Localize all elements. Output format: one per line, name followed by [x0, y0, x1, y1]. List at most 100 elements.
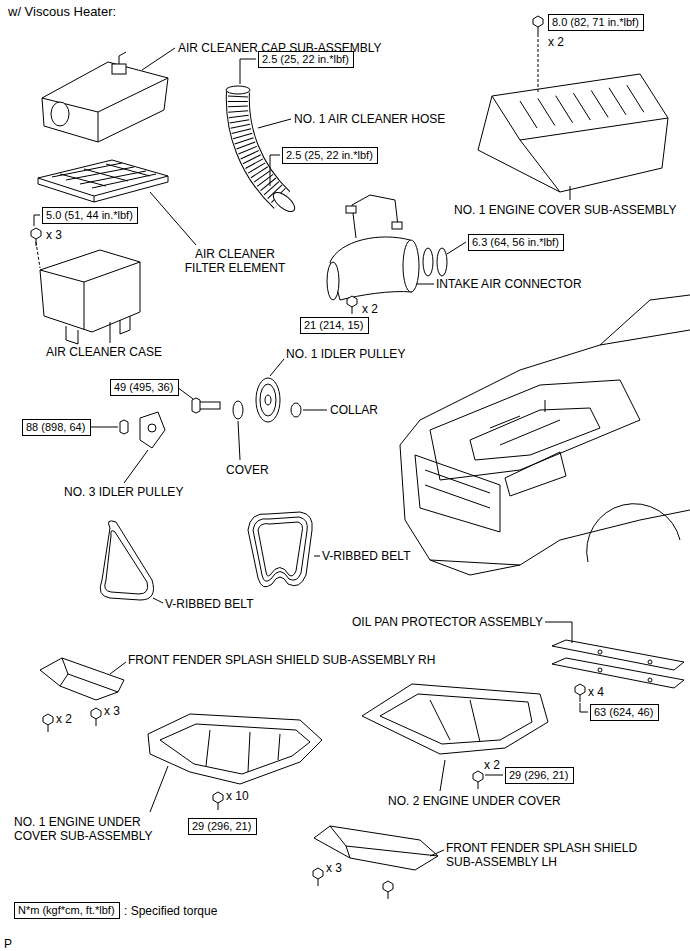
vehicle-outline [490, 400, 560, 445]
bolt [91, 708, 101, 726]
vehicle-outline [400, 295, 690, 575]
leader-line [270, 359, 284, 376]
bolt [347, 296, 357, 314]
bolt [473, 771, 483, 789]
idler-pulley [192, 398, 200, 413]
leader-line [545, 622, 572, 643]
air-cleaner-cap [119, 52, 126, 64]
part-name: INTAKE AIR CONNECTOR [436, 277, 582, 291]
air-cleaner-filter [94, 196, 95, 202]
torque-value: N*m (kgf*cm, ft.*lbf) [18, 904, 115, 916]
page-code: P [4, 937, 12, 951]
part-name: AIR CLEANER CAP SUB-ASSEMBLY [178, 41, 382, 55]
part-name: FRONT FENDER SPLASH SHIELD SUB-ASSEMBLY … [128, 653, 435, 667]
part-name: AIR CLEANER FILTER ELEMENT [180, 247, 290, 275]
quantity-mark: x 10 [226, 789, 249, 803]
torque-box: 21 (214, 15) [300, 317, 369, 334]
idler-pulley [260, 384, 276, 416]
engine-cover [538, 98, 555, 125]
vehicle-outline [430, 380, 640, 480]
oil-pan-protector [552, 658, 684, 688]
leader-line [142, 48, 175, 70]
air-cleaner-cap [42, 62, 168, 142]
intake-air-connector [392, 222, 402, 229]
part-name: NO. 3 IDLER PULLEY [64, 485, 183, 499]
leader-line [270, 155, 280, 186]
air-cleaner-hose [238, 92, 282, 200]
torque-box: 29 (296, 21) [505, 767, 574, 784]
quantity-mark: x 2 [548, 35, 564, 49]
part-name: NO. 2 ENGINE UNDER COVER [388, 794, 561, 808]
idler-pulley [291, 403, 301, 417]
intake-air-connector [327, 195, 447, 300]
leader-line [303, 410, 327, 411]
engine-cover [538, 34, 539, 92]
torque-box: 49 (495, 36) [110, 379, 179, 396]
engine-under-cover [380, 694, 532, 744]
splash-shield-lh [330, 826, 438, 858]
v-ribbed-belt [248, 512, 312, 587]
part-name: COLLAR [330, 403, 378, 417]
v-ribbed-belt [258, 522, 303, 576]
engine-cover [478, 74, 668, 192]
v-ribbed-belt [100, 521, 153, 600]
engine-cover [478, 34, 668, 192]
oil-pan-protector [598, 650, 602, 654]
quantity-mark: x 3 [104, 704, 120, 718]
quantity-mark: x 4 [588, 685, 604, 699]
torque-value: 63 (624, 46) [594, 706, 653, 718]
engine-cover [591, 90, 608, 117]
oil-pan-protector [598, 668, 602, 672]
engine-cover [520, 101, 537, 128]
bolt [43, 714, 53, 732]
oil-pan-protector [648, 660, 652, 664]
engine-under-cover [362, 684, 548, 754]
intake-air-connector [327, 262, 339, 300]
torque-value: 21 (214, 15) [304, 319, 363, 331]
idler-pulley [265, 395, 271, 405]
air-cleaner-filter [38, 160, 168, 196]
vehicle-outline [470, 408, 600, 460]
part-name: V-RIBBED BELT [165, 597, 253, 611]
diagram-title: w/ Viscous Heater: [8, 4, 116, 19]
leader-line [124, 450, 148, 483]
air-cleaner-case [66, 326, 78, 344]
engine-under-cover [430, 700, 480, 742]
leader-line [416, 284, 434, 285]
engine-cover [573, 93, 590, 120]
leader-line [258, 119, 291, 128]
part-name: NO. 1 IDLER PULLEY [286, 347, 405, 361]
quantity-mark: x 2 [362, 302, 378, 316]
part-name: AIR CLEANER CASE [46, 345, 162, 359]
air-cleaner-filter [52, 163, 156, 188]
quantity-mark: x 2 [56, 712, 72, 726]
splash-shield-rh [40, 658, 124, 700]
air-cleaner-case [120, 316, 130, 334]
leader-line [34, 215, 40, 226]
splash-shield-rh [60, 658, 118, 692]
bolt [575, 684, 585, 702]
torque-box: 6.3 (64, 56 in.*lbf) [468, 234, 564, 251]
part-name: COVER [226, 463, 269, 477]
torque-box: 5.0 (51, 44 in.*lbf) [42, 207, 138, 224]
torque-box: 88 (898, 64) [22, 419, 91, 436]
engine-cover [520, 85, 644, 128]
oil-pan-protector [648, 678, 652, 682]
part-name: FRONT FENDER SPLASH SHIELD SUB-ASSEMBLY … [446, 841, 666, 869]
leader-line [238, 421, 240, 460]
idler-pulley [140, 412, 165, 448]
intake-air-connector [330, 237, 412, 300]
air-cleaner-cap [51, 102, 69, 126]
leader-line [430, 850, 444, 856]
engine-under-cover [160, 724, 310, 774]
legend-text: : Specified torque [124, 904, 217, 918]
torque-value: 6.3 (64, 56 in.*lbf) [472, 236, 559, 248]
air-cleaner-cap [42, 78, 168, 142]
leader-line [570, 186, 571, 200]
torque-value: 49 (495, 36) [114, 381, 173, 393]
intake-air-connector [346, 206, 356, 213]
part-name: NO. 1 ENGINE UNDER COVER SUB-ASSEMBLY [14, 815, 170, 843]
intake-air-connector [352, 195, 398, 238]
quantity-mark: x 3 [46, 228, 62, 242]
air-cleaner-filter [38, 160, 168, 202]
